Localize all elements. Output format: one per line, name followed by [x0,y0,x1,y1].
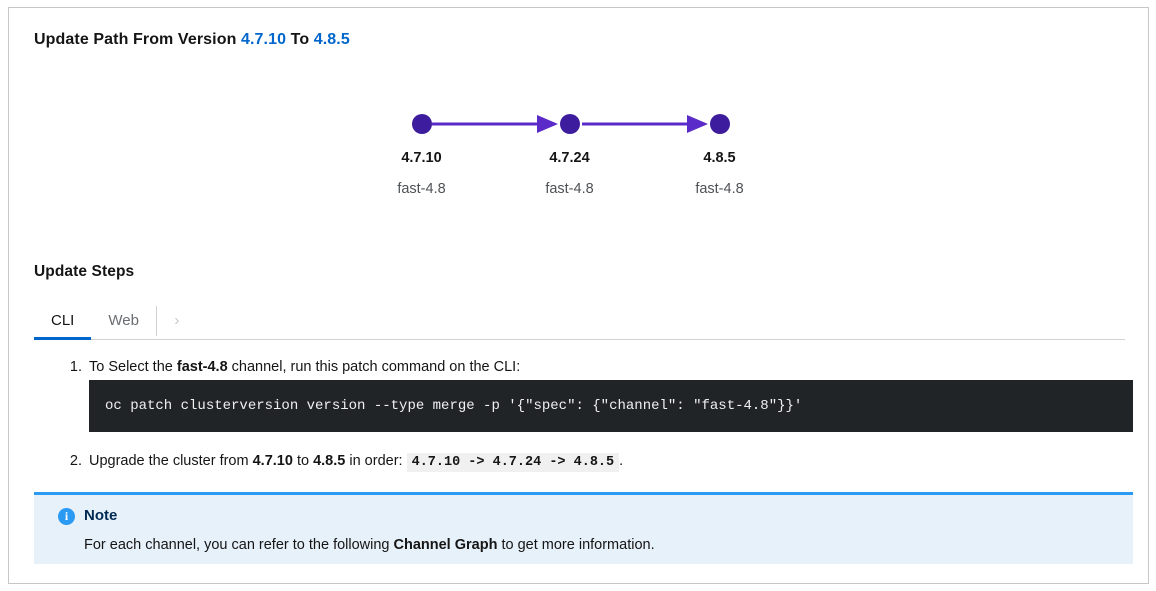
graph-node-3[interactable] [709,114,730,134]
note-title: Note [84,507,118,524]
page-title-prefix: Update Path From Version [34,31,237,48]
node-channel-3: fast-4.8 [695,181,744,197]
note-body-after: to get more information. [497,537,655,553]
update-path-card: Update Path From Version 4.7.10 To 4.8.5… [8,7,1149,584]
node-version-2: 4.7.24 [549,150,590,166]
channel-graph-link[interactable]: Channel Graph [393,537,498,553]
step-1-text-after: channel, run this patch command on the C… [227,359,521,375]
update-steps-tabs: CLI Web › [34,302,1125,340]
graph-node-label-2: 4.7.24 fast-4.8 [510,148,630,199]
from-version-label: 4.7.10 [241,31,287,48]
tab-cli[interactable]: CLI [34,302,92,340]
note-body-before: For each channel, you can refer to the f… [84,537,394,553]
node-channel-2: fast-4.8 [545,181,594,197]
graph-node-2[interactable] [559,114,580,134]
graph-node-1[interactable] [411,114,432,134]
step-1-text: To Select the fast-4.8 channel, run this… [89,359,520,375]
step-2-text-end: . [619,453,624,469]
update-path-graph-edges [411,114,730,134]
step-2: 2. Upgrade the cluster from 4.7.10 to 4.… [66,451,1136,473]
title-joiner: To [290,31,310,48]
patch-command-code-block[interactable]: oc patch clusterversion version --type m… [89,380,1133,432]
step-2-text-mid: to [292,453,314,469]
step-2-text-after: in order: [345,453,407,469]
step-1-number: 1. [69,359,82,375]
tab-web[interactable]: Web [91,302,156,339]
node-channel-1: fast-4.8 [397,181,446,197]
info-icon: i [58,508,75,525]
step-1: 1. To Select the fast-4.8 channel, run t… [66,357,1136,378]
update-path-graph: 4.7.10 fast-4.8 4.7.24 fast-4.8 4.8.5 fa… [9,103,1150,218]
step-2-number: 2. [69,453,82,469]
graph-node-label-1: 4.7.10 fast-4.8 [362,148,482,199]
tab-separator [155,306,157,336]
update-steps-heading: Update Steps [34,263,135,280]
page-title: Update Path From Version 4.7.10 To 4.8.5 [34,31,350,49]
step-2-text-before: Upgrade the cluster from [89,453,253,469]
step-2-order-code: 4.7.10 -> 4.7.24 -> 4.8.5 [406,453,620,472]
note-body: For each channel, you can refer to the f… [84,535,655,555]
node-version-3: 4.8.5 [703,150,736,166]
step-2-from-version: 4.7.10 [252,453,293,469]
to-version-label: 4.8.5 [313,31,350,48]
step-1-text-before: To Select the [89,359,177,375]
step-2-to-version: 4.8.5 [313,453,346,469]
node-version-1: 4.7.10 [401,150,442,166]
step-1-channel: fast-4.8 [176,359,228,375]
graph-node-label-3: 4.8.5 fast-4.8 [660,148,780,199]
note-alert: i Note For each channel, you can refer t… [34,492,1133,564]
step-2-text: Upgrade the cluster from 4.7.10 to 4.8.5… [89,453,624,472]
chevron-right-icon[interactable]: › [157,302,197,339]
